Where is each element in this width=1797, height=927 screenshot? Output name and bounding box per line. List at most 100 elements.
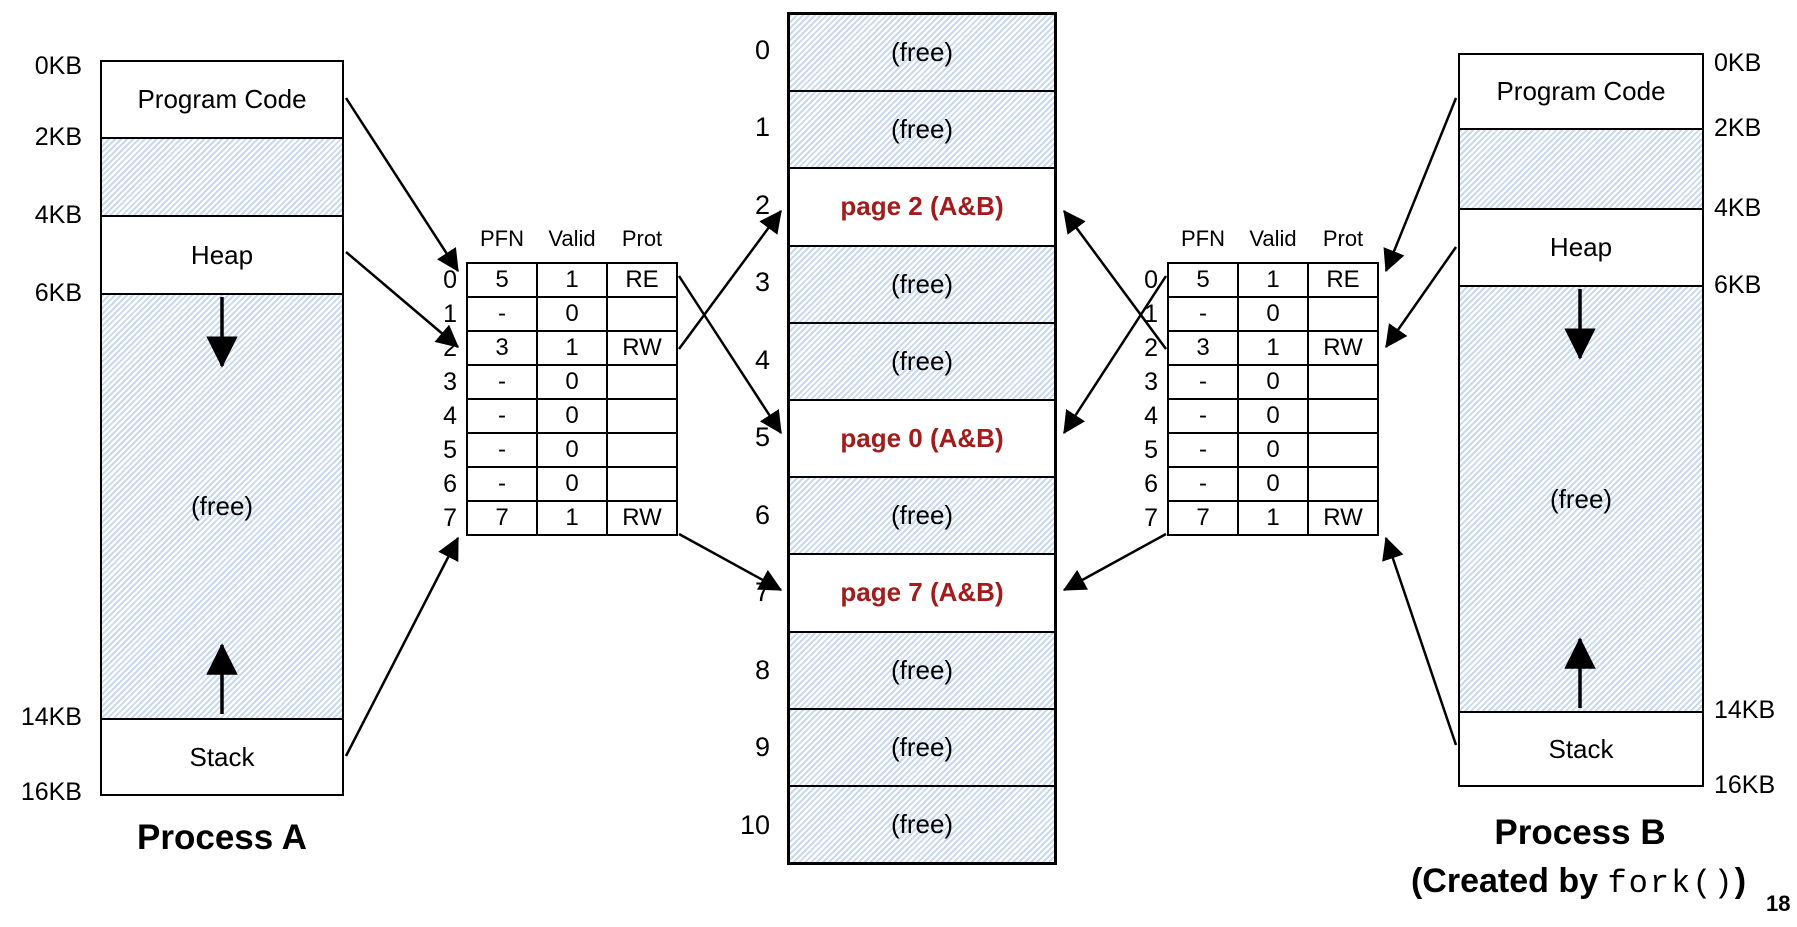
stack-label: Stack — [1548, 733, 1614, 764]
cell-prot — [1307, 466, 1379, 502]
frame-index-7: 7 — [754, 577, 770, 607]
process-b-segment-heap: Heap — [1460, 210, 1702, 287]
cell-prot — [1307, 296, 1379, 332]
cell-valid: 1 — [1237, 330, 1309, 366]
page-number: 18 — [1766, 891, 1791, 916]
process-a-segment-stack: Stack — [102, 720, 342, 794]
frame-index-4: 4 — [754, 345, 770, 375]
pt-b-row-5: 5-0 — [1138, 432, 1379, 468]
cell-valid: 0 — [536, 364, 608, 400]
cell-prot — [606, 364, 678, 400]
heap-label: Heap — [1549, 232, 1613, 262]
frame-index-9: 9 — [754, 732, 770, 762]
process-a-box: Program Code Heap (free) Stack — [100, 60, 344, 796]
cell-prot — [1307, 364, 1379, 400]
free-label: (free) — [190, 491, 254, 521]
row-index: 6 — [1144, 469, 1158, 498]
cell-valid: 0 — [536, 296, 608, 332]
cell-valid: 0 — [1237, 432, 1309, 468]
frame-index-8: 8 — [754, 655, 770, 685]
row-index: 5 — [443, 435, 457, 464]
row-index: 0 — [1144, 265, 1158, 294]
process-b-title: Process B — [1494, 813, 1666, 852]
pt-b-row-3: 3-0 — [1138, 364, 1379, 400]
pt-a-row-1: 1-0 — [437, 296, 678, 332]
kb-label-b-6: 6KB — [1714, 271, 1762, 299]
cell-valid: 0 — [1237, 466, 1309, 502]
kb-label-b-14: 14KB — [1714, 696, 1776, 724]
cell-prot: RW — [606, 500, 678, 536]
cell-pfn: 3 — [466, 330, 538, 366]
kb-label-b-2: 2KB — [1714, 114, 1762, 142]
kb-label-a-0: 0KB — [34, 52, 82, 80]
cell-pfn: 5 — [1167, 262, 1239, 298]
row-index: 3 — [1144, 367, 1158, 396]
arrow-b-code-to-pt-row0 — [1383, 97, 1458, 273]
arrow-b-heap-to-pt-row2 — [1384, 246, 1458, 349]
cell-prot — [606, 466, 678, 502]
process-a-segment-unused — [102, 139, 342, 217]
pt-b-row-6: 6-0 — [1138, 466, 1379, 502]
pt-a-row-5: 5-0 — [437, 432, 678, 468]
memory-frame-6: (free) — [790, 478, 1054, 556]
kb-label-b-4: 4KB — [1714, 194, 1762, 222]
row-index: 2 — [443, 333, 457, 362]
row-index: 2 — [1144, 333, 1158, 362]
cell-valid: 0 — [536, 432, 608, 468]
frame-index-6: 6 — [754, 500, 770, 530]
process-b-segment-stack: Stack — [1460, 713, 1702, 785]
pt-a-row-3: 3-0 — [437, 364, 678, 400]
header-prot: Prot — [621, 226, 663, 251]
cell-pfn: - — [1167, 466, 1239, 502]
kb-label-a-16: 16KB — [20, 778, 82, 806]
memory-frame-5: page 0 (A&B) — [790, 400, 1054, 479]
cell-pfn: - — [1167, 398, 1239, 434]
header-pfn: PFN — [480, 226, 524, 251]
frame-label: (free) — [890, 345, 954, 376]
kb-label-a-2: 2KB — [34, 123, 82, 151]
kb-label-a-14: 14KB — [20, 703, 82, 731]
subtitle-prefix: (Created by — [1410, 862, 1608, 900]
memory-frame-3: (free) — [790, 246, 1054, 324]
memory-frame-9: (free) — [790, 709, 1054, 787]
memory-frame-10: (free) — [790, 786, 1054, 863]
frame-index-5: 5 — [754, 422, 770, 452]
cell-valid: 0 — [536, 466, 608, 502]
arrow-ptb-row7-to-frame7 — [1062, 532, 1167, 592]
row-index: 1 — [443, 299, 457, 328]
kb-label-a-4: 4KB — [34, 201, 82, 229]
frame-label: (free) — [890, 808, 954, 839]
cell-pfn: 5 — [466, 262, 538, 298]
cell-prot: RW — [1307, 500, 1379, 536]
free-label: (free) — [1549, 483, 1613, 514]
frame-label: (free) — [890, 500, 954, 531]
cell-prot: RE — [1307, 262, 1379, 298]
row-index: 1 — [1144, 299, 1158, 328]
cell-valid: 1 — [536, 330, 608, 366]
arrow-a-stack-to-pt-row7 — [344, 536, 460, 757]
process-a-segment-program-code: Program Code — [102, 62, 342, 139]
arrow-a-code-to-pt-row0 — [344, 97, 460, 273]
cell-prot — [1307, 432, 1379, 468]
cell-prot — [606, 296, 678, 332]
cell-pfn: - — [466, 466, 538, 502]
pt-b-row-1: 1-0 — [1138, 296, 1379, 332]
cell-valid: 1 — [536, 500, 608, 536]
row-index: 4 — [443, 401, 457, 430]
frame-index-10: 10 — [739, 810, 770, 840]
header-valid: Valid — [1249, 226, 1297, 251]
frame-label: page 2 (A&B) — [840, 191, 1004, 222]
cell-valid: 1 — [1237, 262, 1309, 298]
process-a-title: Process A — [137, 818, 307, 857]
cell-pfn: - — [466, 398, 538, 434]
cell-pfn: - — [1167, 364, 1239, 400]
stack-label: Stack — [189, 741, 255, 772]
memory-frame-2: page 2 (A&B) — [790, 169, 1054, 247]
